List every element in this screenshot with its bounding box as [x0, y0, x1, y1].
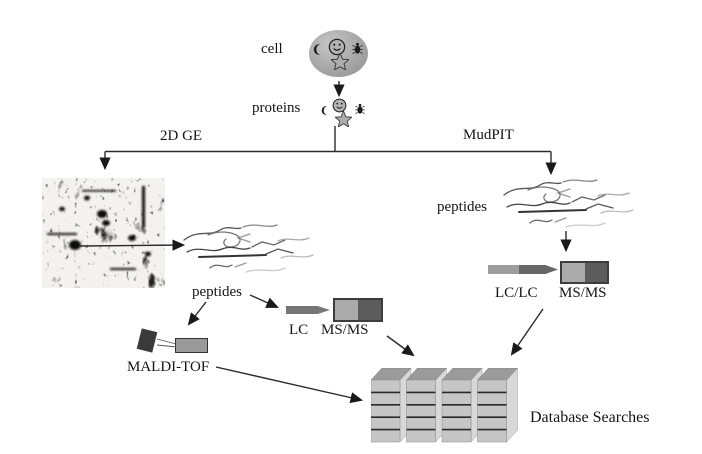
- arrow-msms-right-to-database: [510, 308, 544, 356]
- moon-icon: [321, 104, 331, 117]
- moon-icon: [313, 42, 325, 57]
- cell-label: cell: [261, 41, 283, 57]
- database-stack-icon: [371, 368, 518, 443]
- lclc-label: LC/LC: [495, 285, 538, 301]
- msms-box-left-half: [562, 263, 585, 282]
- branch-2dge-label: 2D GE: [160, 128, 203, 144]
- msms-box-right-half: [584, 263, 607, 282]
- peptide-squiggles-icon: [180, 221, 320, 283]
- bug-icon: [355, 103, 365, 115]
- peptide-squiggles-icon: [500, 176, 640, 238]
- arrow-peptides-to-maldi: [187, 301, 207, 326]
- proteins-label: proteins: [252, 100, 301, 116]
- peptides-right-label: peptides: [437, 199, 487, 215]
- arrow-maldi-to-database: [215, 366, 364, 404]
- arrow-msms-to-database: [386, 335, 415, 357]
- msms-box-icon: [560, 261, 609, 284]
- maldi-beam-lines: [156, 338, 177, 348]
- msms-box-right-half: [358, 300, 381, 320]
- bug-icon: [352, 42, 363, 55]
- msms-box-icon: [333, 298, 383, 322]
- arrow-peptides-to-lc: [249, 294, 279, 308]
- lc-label: LC: [289, 322, 309, 338]
- star-icon: [331, 53, 349, 70]
- lc-column-icon: [286, 306, 330, 314]
- maldi-device-icon: [175, 338, 208, 353]
- maldi-label: MALDI-TOF: [127, 359, 210, 375]
- branch-mudpit-label: MudPIT: [463, 127, 514, 143]
- msms-right-label: MS/MS: [559, 285, 607, 301]
- gel-image: [42, 178, 165, 288]
- msms-box-left-half: [335, 300, 358, 320]
- peptides-left-label: peptides: [192, 284, 242, 300]
- msms-left-label: MS/MS: [321, 322, 369, 338]
- lclc-column-icon: [488, 265, 558, 274]
- star-icon: [335, 111, 352, 127]
- maldi-device-icon: [136, 328, 158, 353]
- database-label: Database Searches: [530, 409, 650, 426]
- cell-shape: [309, 30, 368, 77]
